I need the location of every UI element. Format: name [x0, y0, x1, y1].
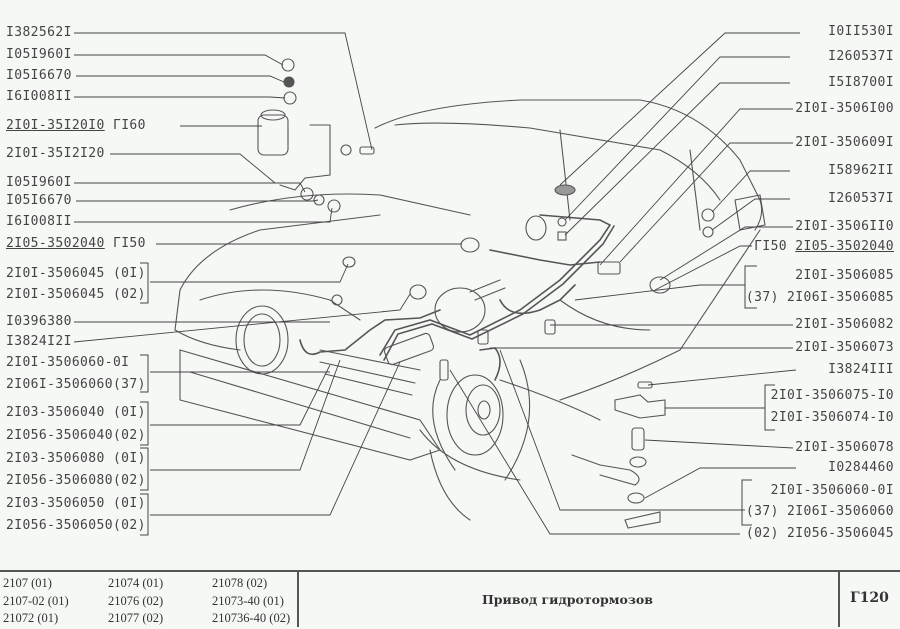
part-label: 2I056-3506050(02) — [6, 518, 146, 533]
part-label: ГI50 2I05-3502040 — [754, 239, 894, 255]
label-brackets — [140, 262, 775, 536]
model-cell: 210736-40 (02) — [212, 611, 291, 625]
part-label: I0II530I — [828, 24, 894, 39]
part-label: I260537I — [828, 49, 894, 64]
part-label: I3824III — [828, 362, 894, 377]
part-label: 2I06I-3506060(37) — [6, 377, 146, 392]
part-label: I6I008II — [6, 214, 72, 229]
model-ref: (37) — [745, 290, 779, 305]
part-label: I05I960I — [6, 47, 72, 62]
headlamp — [235, 305, 289, 375]
fasteners — [281, 58, 766, 529]
part-label: I6I008II — [6, 89, 72, 104]
part-label: I3824I2I — [6, 334, 72, 349]
model-cell: 21077 (02) — [108, 611, 164, 625]
title-block — [0, 570, 900, 629]
part-label: I0396380 — [6, 314, 72, 329]
part-label: 2I03-3506080 (0I) — [6, 451, 146, 466]
part-label: I382562I — [6, 25, 72, 40]
part-label: 2I03-3506040 (0I) — [6, 405, 146, 420]
part-label: 2I0I-3506082 — [795, 317, 894, 332]
page-ref: ГI50 — [754, 239, 788, 254]
brake-disc — [432, 359, 531, 481]
part-number: 2I0I-35I20I0 — [6, 118, 105, 133]
part-label: (37) 2I06I-3506060 — [746, 504, 894, 520]
part-label: (02) 2I056-3506045 — [746, 526, 894, 542]
part-label: 2I0I-3506I00 — [795, 101, 894, 116]
part-label: I05I6670 — [6, 68, 72, 83]
part-number: 2I05-3502040 — [6, 236, 105, 251]
part-number: 2I05-3502040 — [795, 239, 894, 254]
model-cell: 2107 (01) — [3, 576, 52, 590]
part-label: 2I0I-35I2I20 — [6, 146, 105, 161]
leader-lines — [73, 32, 800, 535]
title-block-divider — [838, 570, 840, 627]
part-label: 2I0I-3506060-0I — [770, 483, 894, 498]
pressure-regulator — [257, 109, 331, 191]
title-block-divider — [297, 570, 299, 627]
part-label: 2I0I-3506073 — [795, 340, 894, 355]
model-cell: 2107-02 (01) — [3, 594, 69, 608]
part-label: 2I0I-35I20I0 ГI60 — [6, 118, 146, 134]
part-label: I0284460 — [828, 460, 894, 475]
part-label: 2I0I-3506II0 — [795, 219, 894, 234]
part-label: I05I6670 — [6, 193, 72, 208]
brake-pipes — [299, 214, 615, 381]
part-label: 2I03-3506050 (0I) — [6, 496, 146, 511]
part-label: (37) 2I06I-3506085 — [746, 290, 894, 306]
model-ref: (37) — [745, 504, 779, 519]
model-cell: 21076 (02) — [108, 594, 164, 608]
part-label: 2I0I-3506078 — [795, 440, 894, 455]
part-label: 2I0I-3506045 (02) — [6, 287, 146, 302]
part-label: I5I8700I — [828, 75, 894, 90]
part-label: 2I0I-3506075-I0 — [770, 388, 894, 403]
model-cell: 21078 (02) — [212, 576, 268, 590]
part-label: I05I960I — [6, 175, 72, 190]
model-ref: (02) — [745, 526, 779, 541]
part-number: 2I06I-3506085 — [787, 290, 894, 305]
part-label: 2I0I-3506060-0I — [6, 355, 130, 370]
model-cell: 21074 (01) — [108, 576, 164, 590]
part-label: 2I056-3506040(02) — [6, 428, 146, 443]
page-ref: ГI50 — [112, 236, 146, 251]
part-label: 2I0I-3506085 — [795, 268, 894, 283]
part-label: 2I0I-3506045 (0I) — [6, 266, 146, 281]
part-label: I260537I — [828, 191, 894, 206]
part-label: 2I056-3506080(02) — [6, 473, 146, 488]
brake-booster — [383, 279, 506, 366]
model-cell: 21073-40 (01) — [212, 594, 284, 608]
page-code: Г120 — [850, 590, 889, 606]
page-ref: ГI60 — [112, 118, 146, 133]
part-label: 2I0I-350609I — [795, 135, 894, 150]
part-number: 2I056-3506045 — [787, 526, 894, 541]
diagram-title: Привод гидротормозов — [482, 592, 653, 607]
car-body-outline — [174, 99, 763, 521]
part-number: 2I06I-3506060 — [787, 504, 894, 519]
part-label: I58962II — [828, 163, 894, 178]
part-label: 2I0I-3506074-I0 — [770, 410, 894, 425]
model-cell: 21072 (01) — [3, 611, 59, 625]
part-label: 2I05-3502040 ГI50 — [6, 236, 146, 252]
